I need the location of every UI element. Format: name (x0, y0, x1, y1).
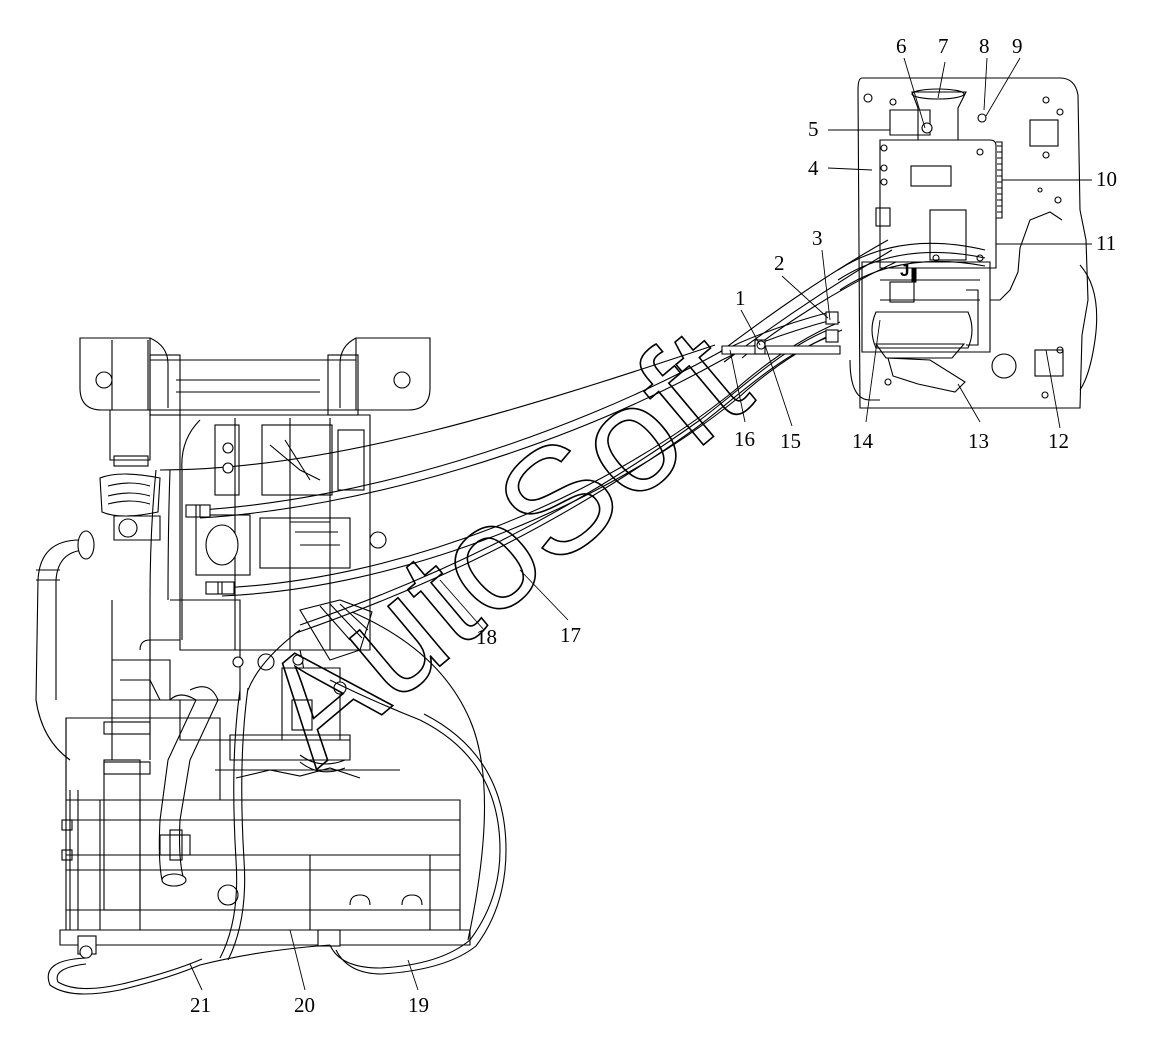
callout-3: 3 (812, 226, 823, 250)
callout-7: 7 (938, 34, 949, 58)
callout-2: 2 (774, 251, 785, 275)
callout-19: 19 (408, 993, 429, 1017)
callout-4: 4 (808, 156, 819, 180)
callout-11: 11 (1096, 231, 1116, 255)
callout-14: 14 (852, 429, 874, 453)
callout-21: 21 (190, 993, 211, 1017)
callout-13: 13 (968, 429, 989, 453)
callout-20: 20 (294, 993, 315, 1017)
callout-15: 15 (780, 429, 801, 453)
leader-lines (189, 57, 1092, 991)
callout-12: 12 (1048, 429, 1069, 453)
callout-labels: 1 2 3 4 5 6 7 8 9 10 11 12 13 14 15 16 1… (190, 34, 1117, 1017)
callout-16: 16 (734, 427, 755, 451)
callout-1: 1 (735, 286, 746, 310)
engine-assembly (35, 337, 507, 995)
hose-bundle (159, 239, 897, 634)
view-marker-label: J (900, 261, 909, 280)
callout-18: 18 (476, 625, 497, 649)
right-unit: J (837, 77, 1098, 409)
callout-9: 9 (1012, 34, 1023, 58)
callout-8: 8 (979, 34, 990, 58)
callout-10: 10 (1096, 167, 1117, 191)
callout-17: 17 (560, 623, 581, 647)
callout-6: 6 (896, 34, 907, 58)
callout-5: 5 (808, 117, 819, 141)
